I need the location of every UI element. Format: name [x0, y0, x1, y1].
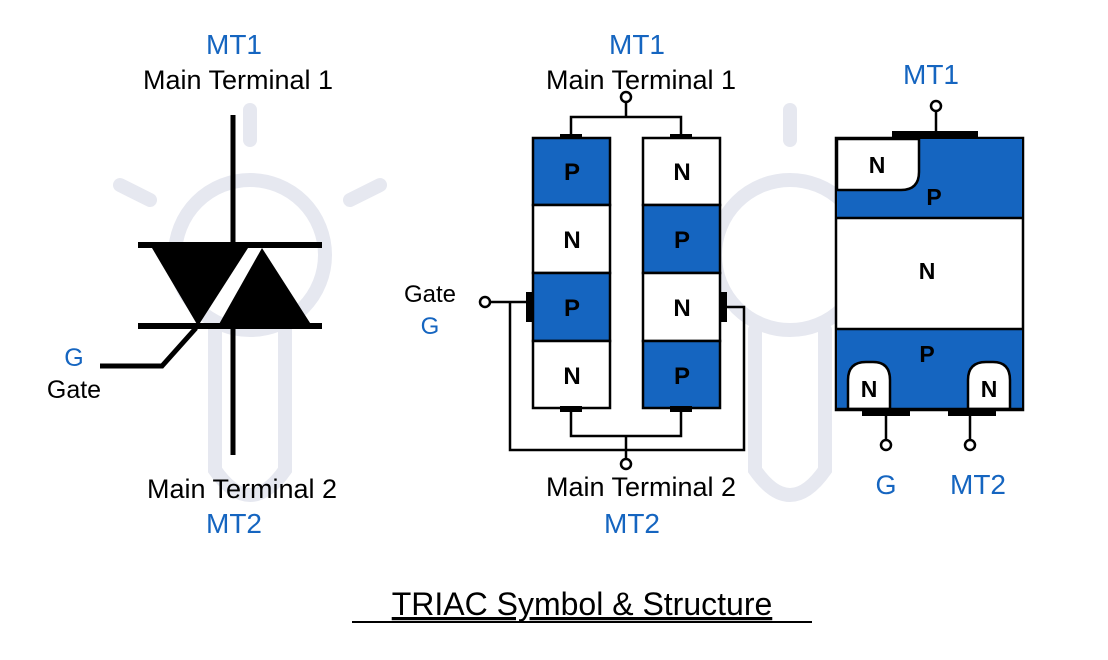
physical-bottom-left-n-label: N — [861, 376, 878, 402]
physical-bottom-p-label: P — [919, 341, 934, 367]
left-layer-n1 — [531, 203, 612, 275]
right-layer-n2 — [641, 271, 722, 343]
symbol-left-triangle — [152, 248, 248, 326]
triac-layer-structure: MT1 Main Terminal 1 P N P N N P N — [404, 29, 746, 539]
right-layer-label: N — [673, 159, 690, 186]
left-layer-label: N — [563, 227, 580, 254]
structure-gate-loop — [508, 302, 746, 452]
symbol-gate-short: G — [64, 344, 83, 372]
structure-mt1-short: MT1 — [609, 29, 665, 60]
physical-corner-n — [835, 137, 921, 192]
structure-right-column: N P N P — [641, 136, 722, 410]
left-layer-label: P — [564, 159, 580, 186]
physical-mt2-contact — [948, 409, 996, 416]
symbol-mt1-short: MT1 — [206, 29, 262, 60]
structure-mt1-wire — [569, 115, 683, 137]
physical-mt2-terminal — [963, 438, 977, 452]
physical-mt1-label: MT1 — [903, 59, 959, 90]
structure-mt2-terminal — [619, 457, 633, 471]
right-layer-label: P — [674, 363, 690, 390]
physical-middle-n-label: N — [919, 258, 936, 284]
symbol-mt1-long: Main Terminal 1 — [143, 65, 333, 95]
physical-bottom-right-n — [966, 360, 1012, 411]
diagram-caption: TRIAC Symbol & Structure — [392, 586, 773, 622]
structure-gate-long: Gate — [404, 281, 456, 308]
right-layer-p2 — [641, 339, 722, 410]
structure-mt2-short: MT2 — [604, 508, 660, 539]
structure-gate-terminal — [478, 295, 492, 309]
left-layer-p1 — [531, 136, 612, 207]
structure-mt2-long: Main Terminal 2 — [546, 472, 736, 502]
symbol-mt2-long: Main Terminal 2 — [147, 474, 337, 504]
structure-mt1-long: Main Terminal 1 — [546, 65, 736, 95]
symbol-right-triangle — [218, 248, 312, 326]
structure-gate-short: G — [421, 313, 440, 340]
structure-mt1-terminal — [619, 90, 633, 104]
triac-symbol: MT1 Main Terminal 1 G Gate Main Terminal… — [47, 29, 337, 539]
physical-gate-contact — [862, 409, 910, 416]
right-layer-label: P — [674, 227, 690, 254]
right-layer-label: N — [673, 295, 690, 322]
structure-mt2-wire — [569, 410, 683, 438]
left-layer-label: P — [564, 295, 580, 322]
symbol-gate-lead — [100, 326, 198, 369]
left-layer-label: N — [563, 363, 580, 390]
physical-bottom-left-n — [846, 360, 892, 411]
physical-top-p-label: P — [926, 184, 941, 210]
symbol-gate-long: Gate — [47, 376, 101, 404]
physical-gate-terminal — [879, 438, 893, 452]
symbol-mt2-short: MT2 — [206, 508, 262, 539]
triac-cross-section: MT1 N P N P N N G MT2 — [834, 59, 1025, 500]
physical-corner-n-label: N — [869, 152, 886, 178]
structure-left-column: P N P N — [531, 136, 612, 410]
physical-mt1-terminal — [929, 99, 943, 113]
physical-mt2-label: MT2 — [950, 469, 1006, 500]
physical-gate-label: G — [875, 470, 896, 500]
physical-mt1-contact — [892, 131, 978, 138]
right-layer-p1 — [641, 203, 722, 275]
right-layer-n1 — [641, 136, 722, 207]
physical-bottom-right-n-label: N — [981, 376, 998, 402]
left-layer-n2 — [531, 339, 612, 410]
